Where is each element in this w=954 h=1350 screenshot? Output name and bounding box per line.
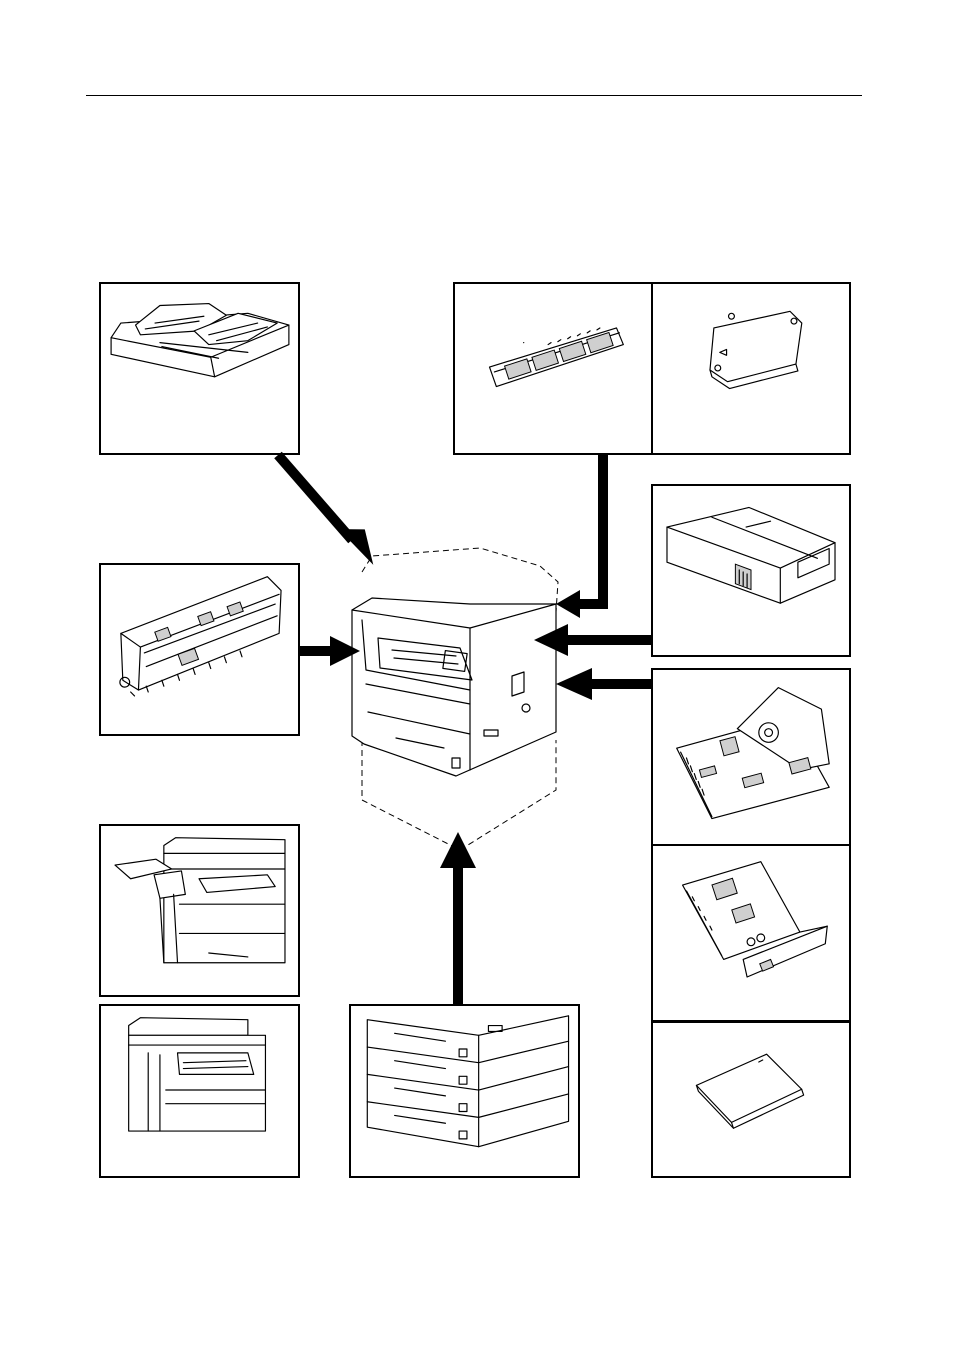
copier-icon	[352, 548, 558, 850]
